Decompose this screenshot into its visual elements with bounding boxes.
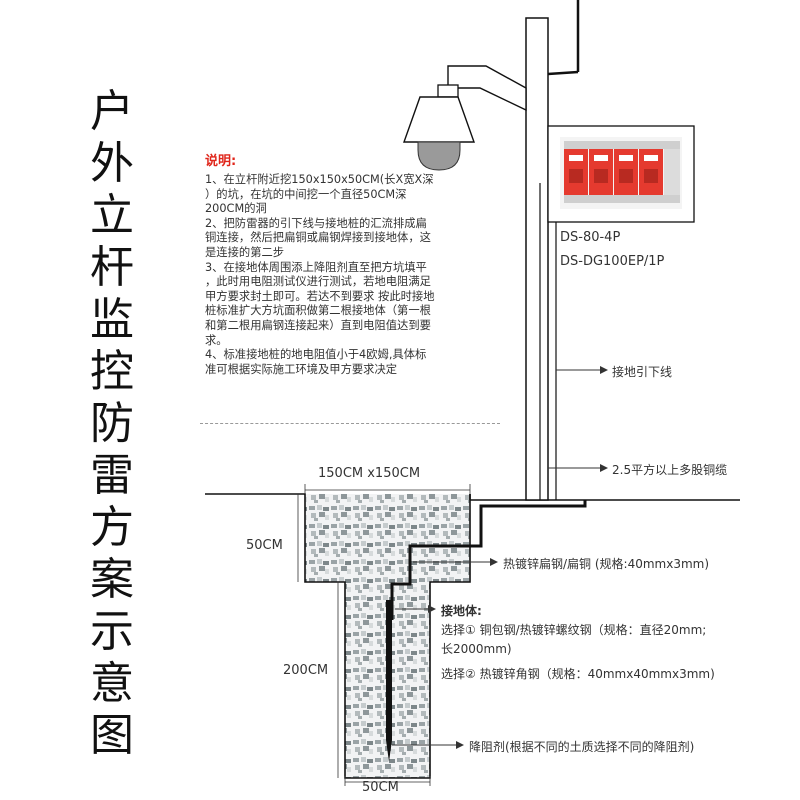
notes-lines: 1、在立杆附近挖150x150x50CM(长X宽X深）的坑，在坑的中间挖一个直径… [205, 173, 500, 377]
camera-dome [403, 96, 475, 143]
note-line: 是连接的第二步 [205, 245, 285, 259]
title-char: 雷 [90, 450, 134, 501]
flat-steel-conductor [390, 500, 587, 620]
notes-title: 说明: [205, 154, 237, 169]
title-char: 立 [90, 190, 134, 241]
title-char: 防 [90, 398, 134, 449]
note-line: 铜连接，然后把扁铜或扁钢焊接到接地体，这 [205, 231, 431, 245]
note-line: 准可根据实际施工环境及甲方要求决定 [205, 362, 398, 376]
model-label-1: DS-80-4P [560, 230, 621, 245]
vertical-title: 户外立杆监控防雷方案示意图 [82, 86, 142, 762]
label-option2: 选择② 热镀锌角钢（规格：40mmx40mmx3mm) [441, 667, 715, 681]
grounding-rod [386, 600, 392, 762]
title-char: 方 [90, 502, 134, 553]
note-line: 4、标准接地桩的地电阻值小于4欧姆,具体标 [205, 348, 427, 362]
note-line: 求。 [205, 333, 228, 347]
title-char: 意 [90, 658, 134, 709]
note-line: ）的坑，在坑的中间挖一个直径50CM深 [205, 187, 407, 201]
note-line: 甲方要求封土即可。若达不到要求 按此时接地 [205, 289, 435, 303]
label-copper-cable: 2.5平方以上多股铜缆 [612, 463, 728, 477]
note-line: 200CM的洞 [205, 202, 267, 216]
dim-pit-size: 150CM x150CM [318, 466, 421, 481]
dim-pit-depth: 50CM [246, 538, 283, 553]
label-option1-b: 长2000mm) [441, 642, 512, 656]
notes-separator [200, 423, 500, 424]
note-line: ，此时用电阻测试仪进行测试，若地电阻满足 [205, 275, 431, 289]
dim-hole-depth: 200CM [283, 663, 329, 678]
title-char: 外 [90, 138, 134, 189]
surge-protector-image [560, 137, 682, 209]
title-char: 图 [90, 710, 134, 761]
pole [525, 17, 549, 501]
label-grounding-body: 接地体: [441, 604, 482, 618]
dim-hole-width: 50CM [362, 780, 399, 795]
notes-block: 说明: 1、在立杆附近挖150x150x50CM(长X宽X深）的坑，在坑的中间挖… [205, 150, 500, 377]
note-line: 和第二根用扁钢连接起来）直到电阻值达到要 [205, 318, 431, 332]
label-down-conductor: 接地引下线 [612, 365, 673, 379]
note-line: 1、在立杆附近挖150x150x50CM(长X宽X深 [205, 173, 434, 186]
title-char: 户 [90, 86, 134, 137]
note-line: 3、在接地体周围添上降阻剂直至把方坑填平 [205, 260, 427, 274]
label-resistance-agent: 降阻剂(根据不同的土质选择不同的降阻剂) [469, 740, 695, 754]
title-char: 案 [90, 554, 134, 605]
label-option1-a: 选择① 铜包钢/热镀锌螺纹钢（规格：直径20mm; [441, 623, 707, 637]
title-char: 监 [90, 294, 134, 345]
note-line: 桩标准扩大方坑面积做第二根接地体（第一根 [205, 304, 431, 318]
model-label-2: DS-DG100EP/1P [560, 254, 665, 269]
title-char: 示 [90, 606, 134, 657]
title-char: 控 [90, 346, 134, 397]
note-line: 2、把防雷器的引下线与接地桩的汇流排成扁 [205, 216, 427, 230]
title-char: 杆 [90, 242, 134, 293]
label-flat-steel: 热镀锌扁钢/扁铜 (规格:40mmx3mm) [503, 557, 710, 571]
